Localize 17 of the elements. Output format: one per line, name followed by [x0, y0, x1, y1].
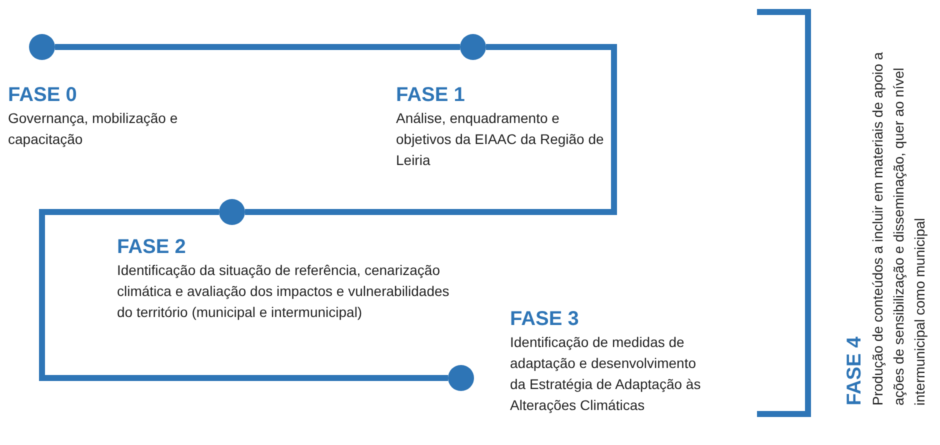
timeline-dot — [448, 365, 474, 391]
timeline-dot — [219, 199, 245, 225]
timeline-line — [245, 44, 617, 215]
phase-heading: FASE 2 — [117, 235, 187, 260]
timeline-dot — [460, 34, 486, 60]
phase-description: Identificação da situação de referência, cenarização climática e avaliação dos impactos e vulnerabilidades do território (municipal e intermunicipal) — [117, 261, 450, 322]
timeline-line — [39, 209, 448, 381]
phase-heading: FASE 0 — [8, 83, 78, 108]
phase-description: Produção de conteúdos a incluir em materiais de apoio a ações de sensibilização e disseminação, quer ao nível intermunicipal como municipal — [868, 51, 928, 406]
timeline-dot — [29, 34, 55, 60]
timeline-line — [55, 44, 460, 50]
phase-heading: FASE 4 — [842, 336, 866, 406]
phase-description: Governança, mobilização e capacitação — [8, 109, 179, 149]
phase-description: Análise, enquadramento e objetivos da EIAAC da Região de Leiria — [396, 109, 605, 170]
phase-heading: FASE 3 — [510, 307, 580, 332]
phase-description: Identificação de medidas de adaptação e desenvolvimento da Estratégia de Adaptação às Alterações Climáticas — [510, 333, 702, 415]
phase-heading: FASE 1 — [396, 83, 466, 108]
